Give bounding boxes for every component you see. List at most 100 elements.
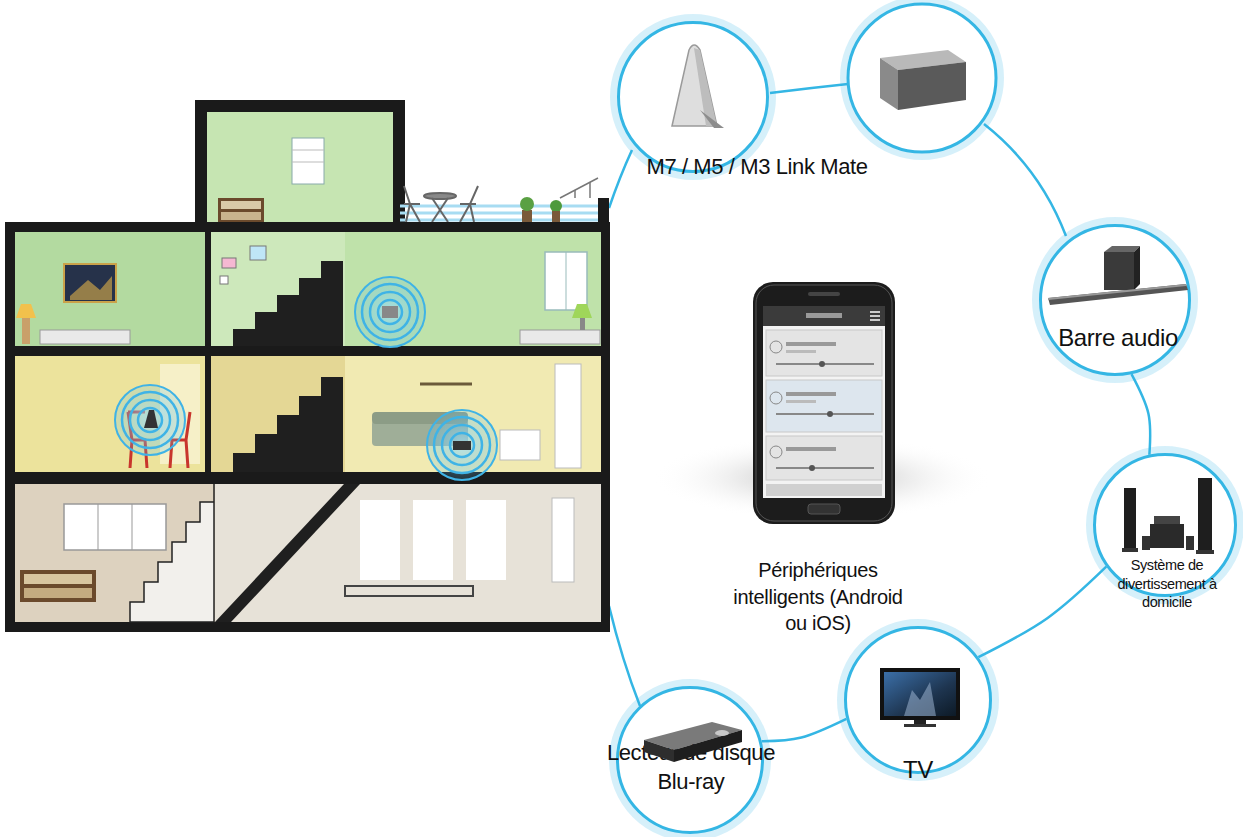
speaker-circle bbox=[848, 4, 996, 152]
link-mate-icon bbox=[672, 45, 724, 128]
smartphone bbox=[786, 350, 816, 353]
smartphone bbox=[806, 313, 842, 318]
house-body bbox=[5, 222, 610, 632]
home-theater-icon bbox=[1124, 488, 1136, 550]
device-label: Lecteur de disque Blu-ray bbox=[591, 739, 791, 796]
circle-glow bbox=[1036, 221, 1194, 379]
smartphone bbox=[763, 306, 885, 498]
signal-waves bbox=[370, 292, 410, 332]
smartphone bbox=[786, 392, 836, 396]
home-theater-icon bbox=[1142, 536, 1150, 550]
circle-outline bbox=[1093, 453, 1237, 597]
terrace bbox=[404, 186, 478, 222]
soundbar-icon bbox=[1048, 284, 1186, 300]
terrace bbox=[404, 186, 420, 222]
ring-segment bbox=[984, 124, 1066, 236]
staircase bbox=[211, 358, 343, 472]
signal-waves bbox=[453, 441, 471, 450]
staircase bbox=[211, 244, 343, 346]
staircase bbox=[222, 258, 236, 268]
soundbar-icon bbox=[1104, 246, 1140, 252]
smartphone bbox=[770, 392, 782, 404]
room-furniture bbox=[466, 500, 506, 580]
tv-icon bbox=[904, 724, 936, 727]
home-theater-icon bbox=[1196, 550, 1214, 554]
signal-waves bbox=[114, 384, 186, 456]
device-circle: Lecteur de disque Blu-ray bbox=[616, 686, 764, 834]
smartphone bbox=[776, 467, 874, 469]
house-top-room bbox=[195, 100, 405, 232]
circle-outline bbox=[1039, 224, 1191, 376]
bluray-player-icon bbox=[644, 722, 742, 750]
signal-waves bbox=[354, 276, 426, 348]
ring-connector bbox=[978, 567, 1106, 658]
speaker-circle bbox=[844, 0, 1000, 156]
room-furniture bbox=[24, 574, 92, 584]
house-body bbox=[215, 484, 601, 622]
circle-outline bbox=[617, 21, 769, 173]
smartphone bbox=[770, 446, 782, 458]
terrace bbox=[520, 197, 534, 211]
soundbar-icon bbox=[1104, 252, 1134, 290]
house-top-room bbox=[292, 162, 324, 163]
house-body bbox=[15, 356, 205, 472]
bluray-player-icon bbox=[644, 740, 674, 762]
home-theater-icon bbox=[1122, 478, 1214, 554]
signal-waves bbox=[427, 410, 497, 480]
tv-icon bbox=[880, 668, 960, 720]
device-label: M7 / M5 / M3 Link Mate bbox=[617, 153, 897, 182]
ring-segment bbox=[609, 150, 632, 208]
terrace bbox=[589, 182, 591, 198]
terrace bbox=[400, 212, 598, 215]
smartphone bbox=[786, 400, 816, 403]
link-mate-icon bbox=[694, 48, 717, 126]
ring-segment bbox=[770, 84, 848, 93]
signal-waves bbox=[114, 276, 498, 481]
terrace bbox=[424, 193, 456, 199]
tv-icon bbox=[914, 720, 926, 724]
signal-waves bbox=[138, 408, 162, 432]
signal-waves bbox=[450, 433, 474, 457]
signal-waves bbox=[362, 284, 418, 340]
circle-glow bbox=[614, 18, 772, 176]
room-furniture bbox=[16, 252, 600, 602]
house-body bbox=[211, 356, 345, 472]
circle-border bbox=[1041, 226, 1190, 375]
smartphone bbox=[756, 285, 892, 521]
wireless-speaker-icon bbox=[880, 0, 966, 110]
room-furniture bbox=[98, 504, 99, 550]
bluray-player-icon bbox=[715, 730, 729, 736]
room-furniture bbox=[545, 252, 587, 310]
room-furniture bbox=[16, 304, 36, 318]
ring-segment bbox=[609, 606, 640, 706]
smartphone bbox=[808, 292, 840, 296]
room-furniture bbox=[64, 504, 166, 550]
house-body bbox=[15, 484, 215, 622]
signal-waves bbox=[114, 384, 186, 456]
device-label: TV bbox=[858, 754, 978, 785]
house-top-room bbox=[218, 198, 264, 222]
caption-text: Périphériques intelligents (Android ou i… bbox=[726, 557, 911, 636]
smartphone bbox=[808, 504, 840, 514]
smartphone bbox=[766, 330, 882, 376]
device-label: Barre audio bbox=[1043, 322, 1193, 353]
room-furniture bbox=[420, 383, 472, 386]
house-body bbox=[15, 232, 205, 346]
smartphone bbox=[809, 465, 815, 471]
ring-segment bbox=[609, 84, 1066, 706]
signal-waves bbox=[382, 306, 398, 318]
staircase bbox=[130, 244, 360, 622]
terrace bbox=[432, 198, 448, 222]
terrace bbox=[460, 186, 478, 222]
room-furniture bbox=[500, 430, 540, 460]
phone-shadow bbox=[652, 436, 992, 520]
smartphone bbox=[753, 282, 895, 524]
staircase bbox=[215, 484, 360, 622]
speaker-circle bbox=[844, 0, 1000, 156]
link-mate-icon bbox=[672, 45, 717, 126]
house-top-room bbox=[221, 212, 261, 220]
wireless-speaker-icon bbox=[880, 58, 898, 110]
signal-waves bbox=[426, 409, 498, 481]
signal-waves bbox=[122, 392, 178, 448]
device-label: Système de divertissement à domicile bbox=[1106, 556, 1228, 613]
